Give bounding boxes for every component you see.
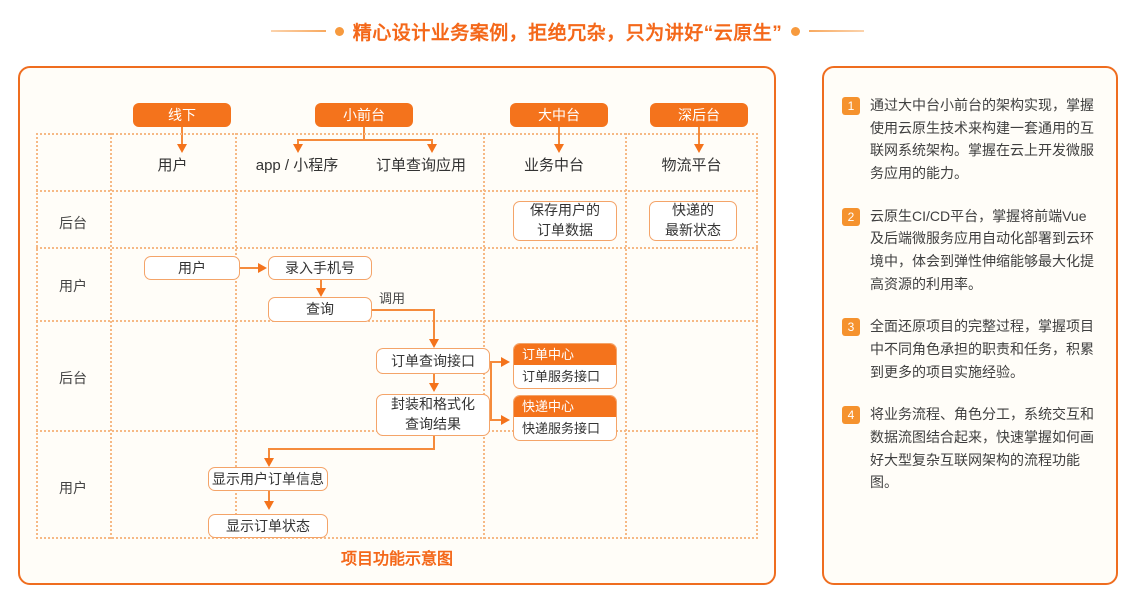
connector-api-to-format bbox=[433, 374, 435, 385]
node-express-status: 快递的 最新状态 bbox=[649, 201, 737, 241]
connector-format-down bbox=[433, 436, 435, 448]
note-number-badge: 2 bbox=[842, 207, 860, 226]
connector-backend-v bbox=[698, 127, 700, 147]
arrow-query-to-api-icon bbox=[429, 339, 439, 348]
gridline-h-3 bbox=[36, 320, 758, 322]
connector-format-to-show-h bbox=[268, 448, 435, 450]
gridline-v-3 bbox=[483, 133, 485, 539]
connector-sf-right-v bbox=[431, 139, 433, 147]
header-dot-left-icon bbox=[334, 26, 344, 36]
note-text: 将业务流程、角色分工，系统交互和数据流图结合起来，快速掌握如何画好大型复杂互联网… bbox=[870, 406, 1094, 491]
node-store-order-data: 保存用户的 订单数据 bbox=[513, 201, 617, 241]
connector-sf-left-v bbox=[297, 139, 299, 147]
connector-offline-v bbox=[181, 127, 183, 147]
node-show-order-info: 显示用户订单信息 bbox=[208, 467, 328, 491]
service-order-center-api: 订单服务接口 bbox=[522, 369, 601, 384]
note-number-badge: 3 bbox=[842, 318, 860, 337]
diagram-grid: 后台 用户 后台 用户 用户 app / 小程序 订单查询应用 业务中台 物流平… bbox=[36, 133, 758, 539]
gridline-v-1 bbox=[110, 133, 112, 539]
col-head-business-middle: 业务中台 bbox=[523, 157, 584, 174]
node-format-result: 封装和格式化 查询结果 bbox=[376, 394, 490, 436]
node-format-result-line2: 查询结果 bbox=[405, 416, 461, 432]
service-express-center-title: 快递中心 bbox=[514, 396, 616, 417]
arrow-app-down-icon bbox=[293, 144, 303, 153]
note-item: 4 将业务流程、角色分工，系统交互和数据流图结合起来，快速掌握如何画好大型复杂互… bbox=[842, 403, 1096, 494]
col-head-app: app / 小程序 bbox=[255, 157, 339, 174]
badge-big-middle: 大中台 bbox=[510, 103, 608, 127]
connector-query-down bbox=[433, 309, 435, 344]
connector-middle-v bbox=[558, 127, 560, 147]
header-rule-left bbox=[270, 30, 326, 32]
note-number-badge: 4 bbox=[842, 406, 860, 425]
arrow-orderapp-down-icon bbox=[427, 144, 437, 153]
service-order-center: 订单中心 订单服务接口 bbox=[513, 343, 617, 389]
service-express-center-api: 快递服务接口 bbox=[522, 421, 601, 436]
connector-api-bus-h2 bbox=[490, 419, 503, 421]
diagram-panel: 线下 小前台 大中台 深后台 后台 用户 后台 用户 用户 app / 小程序 … bbox=[18, 66, 776, 585]
gridline-v-2 bbox=[235, 133, 237, 539]
badge-deep-backend: 深后台 bbox=[650, 103, 748, 127]
page-header: 精心设计业务案例，拒绝冗杂，只为讲好“云原生” bbox=[0, 14, 1135, 48]
arrow-phone-to-query-icon bbox=[316, 288, 326, 297]
row-label-backend-1: 后台 bbox=[59, 215, 87, 231]
note-text: 通过大中台小前台的架构实现，掌握使用云原生技术来构建一套通用的互联网系统架构。掌… bbox=[870, 97, 1094, 182]
grid-outline bbox=[36, 133, 758, 539]
arrow-middle-down-icon bbox=[554, 144, 564, 153]
badge-offline: 线下 bbox=[133, 103, 231, 127]
node-query: 查询 bbox=[268, 297, 372, 322]
connector-user-to-phone bbox=[240, 267, 260, 269]
connector-api-bus-h bbox=[490, 361, 503, 363]
connector-phone-to-query bbox=[320, 280, 322, 290]
gridline-h-2 bbox=[36, 247, 758, 249]
node-store-order-data-line2: 订单数据 bbox=[537, 222, 593, 238]
row-label-backend-2: 后台 bbox=[59, 370, 87, 386]
connector-show-down bbox=[268, 448, 270, 460]
arrow-offline-down-icon bbox=[177, 144, 187, 153]
header-dot-right-icon bbox=[791, 26, 801, 36]
diagram-caption: 项目功能示意图 bbox=[340, 551, 453, 568]
node-user: 用户 bbox=[144, 256, 240, 280]
node-show-order-status: 显示订单状态 bbox=[208, 514, 328, 538]
arrow-user-to-phone-icon bbox=[258, 263, 267, 273]
connector-api-bus-v bbox=[490, 361, 492, 419]
note-text: 全面还原项目的完整过程，掌握项目中不同角色承担的职责和任务，积累到更多的项目实施… bbox=[870, 318, 1094, 380]
row-label-user-1: 用户 bbox=[59, 278, 87, 294]
service-express-center: 快递中心 快递服务接口 bbox=[513, 395, 617, 441]
gridline-h-1 bbox=[36, 190, 758, 192]
header-rule-right bbox=[809, 30, 865, 32]
arrow-info-to-status-icon bbox=[264, 501, 274, 510]
col-head-order-query-app: 订单查询应用 bbox=[375, 157, 466, 174]
badge-small-frontend: 小前台 bbox=[315, 103, 413, 127]
node-format-result-line1: 封装和格式化 bbox=[391, 396, 475, 413]
note-item: 1 通过大中台小前台的架构实现，掌握使用云原生技术来构建一套通用的互联网系统架构… bbox=[842, 94, 1096, 185]
notes-panel: 1 通过大中台小前台的架构实现，掌握使用云原生技术来构建一套通用的互联网系统架构… bbox=[822, 66, 1118, 585]
service-order-center-title: 订单中心 bbox=[514, 344, 616, 365]
node-input-phone: 录入手机号 bbox=[268, 256, 372, 280]
arrow-to-order-center-icon bbox=[501, 357, 510, 367]
edge-label-invoke: 调用 bbox=[379, 291, 406, 306]
arrow-backend-down-icon bbox=[694, 144, 704, 153]
note-text: 云原生CI/CD平台，掌握将前端Vue及后端微服务应用自动化部署到云环境中，体会… bbox=[870, 207, 1094, 292]
node-express-status-line2: 最新状态 bbox=[665, 222, 721, 238]
col-head-user: 用户 bbox=[157, 157, 188, 174]
row-label-user-2: 用户 bbox=[59, 480, 87, 496]
node-express-status-line1: 快递的 bbox=[672, 202, 714, 219]
page-title: 精心设计业务案例，拒绝冗杂，只为讲好“云原生” bbox=[352, 22, 783, 44]
arrow-to-express-center-icon bbox=[501, 415, 510, 425]
node-order-query-api: 订单查询接口 bbox=[376, 348, 490, 374]
note-number-badge: 1 bbox=[842, 97, 860, 115]
connector-sf-bus bbox=[297, 139, 431, 141]
node-store-order-data-line1: 保存用户的 bbox=[530, 202, 600, 219]
arrow-api-to-format-icon bbox=[429, 383, 439, 392]
connector-info-to-status bbox=[268, 491, 270, 503]
note-item: 3 全面还原项目的完整过程，掌握项目中不同角色承担的职责和任务，积累到更多的项目… bbox=[842, 315, 1096, 383]
gridline-v-4 bbox=[625, 133, 627, 539]
col-head-logistics: 物流平台 bbox=[661, 157, 722, 174]
note-item: 2 云原生CI/CD平台，掌握将前端Vue及后端微服务应用自动化部署到云环境中，… bbox=[842, 205, 1096, 296]
arrow-to-show-order-info-icon bbox=[264, 458, 274, 467]
connector-query-right bbox=[372, 309, 433, 311]
